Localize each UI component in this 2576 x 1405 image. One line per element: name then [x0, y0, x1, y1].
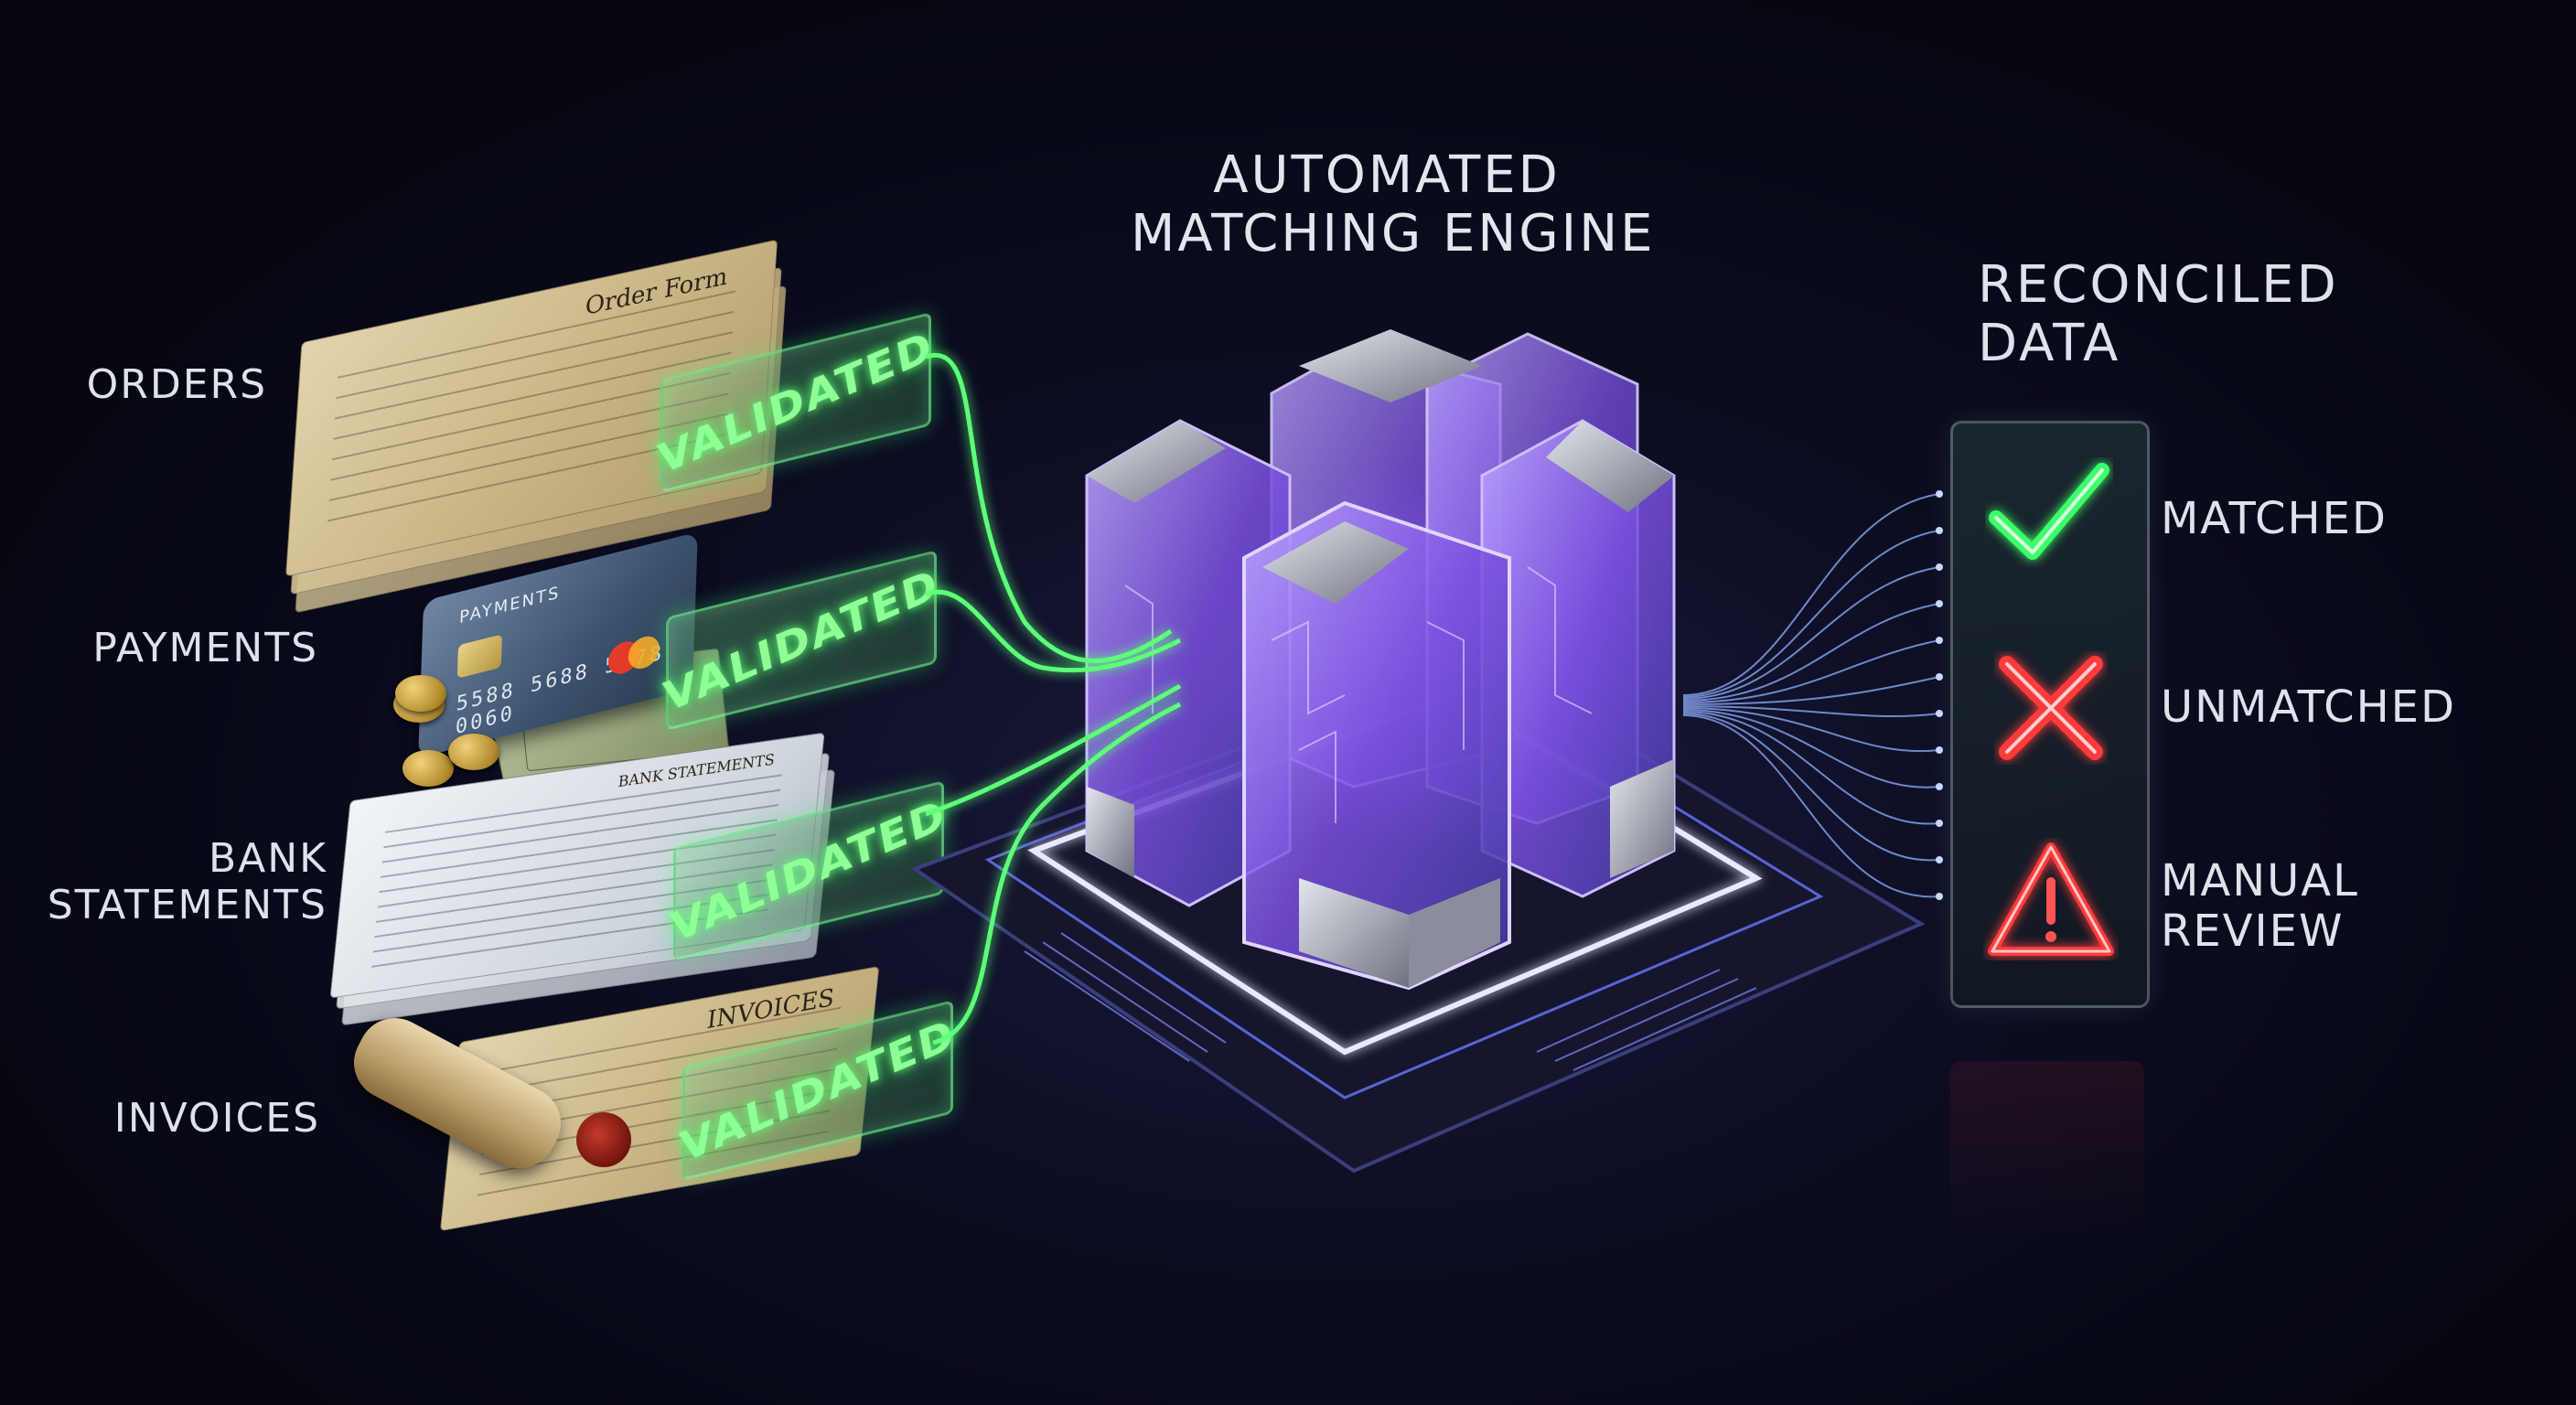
- card-text: PAYMENTS: [458, 583, 561, 628]
- engine-base-platform: [910, 656, 1926, 1174]
- warning-triangle-icon: [1988, 842, 2114, 956]
- reconciled-data-heading: RECONCILED DATA: [1978, 255, 2339, 374]
- checkmark-icon: [1989, 463, 2109, 560]
- connector-invoices: [932, 702, 1182, 1046]
- matching-engine-core: [1085, 329, 1676, 991]
- coin: [395, 675, 446, 712]
- connector-payments: [925, 589, 1182, 673]
- source-label-invoices: INVOICES: [113, 1095, 320, 1142]
- payments-group: PAYMENTS 5588 5688 5578 0060: [384, 531, 787, 799]
- source-label-payments: PAYMENTS: [92, 625, 318, 671]
- status-label-matched: MATCHED: [2161, 493, 2388, 544]
- connector-orders: [925, 352, 1173, 663]
- coin: [448, 734, 499, 770]
- connector-bank: [925, 683, 1182, 817]
- card-chip: [456, 634, 502, 679]
- output-fiber-strands: [1682, 493, 1940, 898]
- output-fiber-endpoints: [1936, 490, 1943, 900]
- status-label-manual-review: MANUAL REVIEW: [2161, 855, 2359, 958]
- status-label-unmatched: UNMATCHED: [2161, 681, 2456, 733]
- x-mark-icon: [1999, 656, 2103, 760]
- wax-seal: [576, 1112, 631, 1167]
- validated-connectors: [925, 352, 1182, 1046]
- engine-title: AUTOMATED MATCHING ENGINE: [1131, 145, 1656, 264]
- source-label-bank-statements: BANK STATEMENTS: [47, 835, 327, 928]
- panel-reflection: [1950, 1061, 2144, 1235]
- invoices-group: INVOICES: [340, 951, 896, 1244]
- coin: [402, 750, 454, 787]
- source-label-orders: ORDERS: [86, 361, 267, 408]
